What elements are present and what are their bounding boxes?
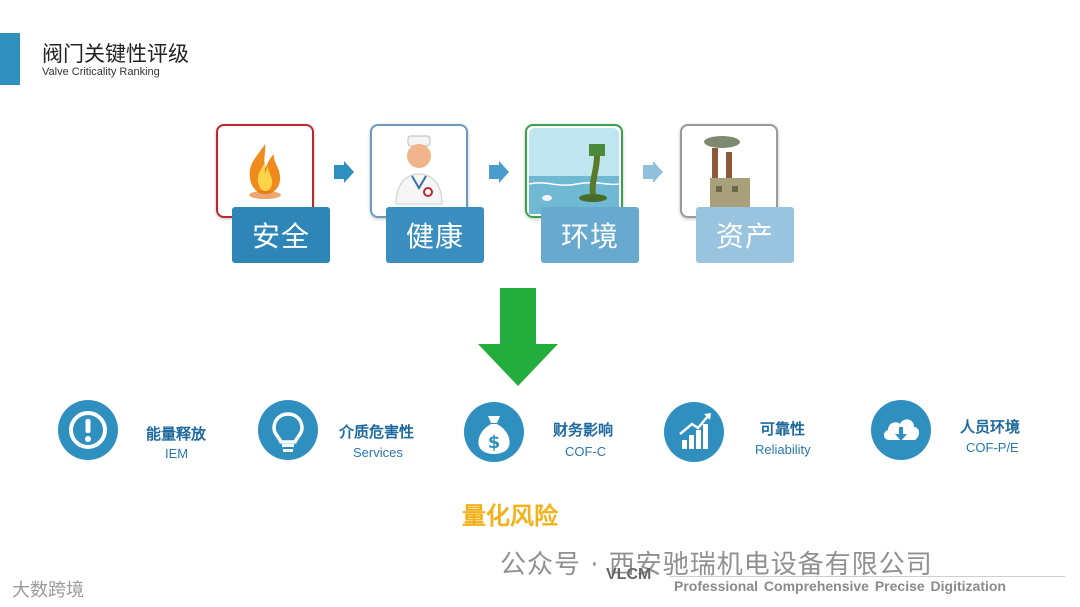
risk-subtitle-energy: IEM <box>165 446 189 461</box>
risk-icon-finance: $ <box>464 402 524 462</box>
category-text-environment: 环境 <box>560 220 619 253</box>
exclamation-icon <box>69 411 107 449</box>
header-accent-bar <box>0 33 20 85</box>
arrow-down-icon <box>478 288 558 386</box>
category-card-health <box>370 124 468 218</box>
risk-subtitle-services: Services <box>353 445 403 460</box>
page-title: 阀门关键性评级 <box>42 43 189 66</box>
wechat-watermark: 公众号 · 西安驰瑞机电设备有限公司 <box>500 550 933 580</box>
risk-subtitle-reliability: Reliability <box>755 442 811 457</box>
risk-icon-people-env <box>871 400 931 460</box>
quantified-risk-heading: 量化风险 <box>462 503 558 530</box>
cloud-download-icon <box>883 419 920 441</box>
category-text-assets: 资产 <box>715 220 774 253</box>
risk-title-energy: 能量释放 <box>146 426 207 443</box>
category-card-assets <box>680 124 778 218</box>
risk-title-finance: 财务影响 <box>553 422 614 439</box>
risk-icon-services <box>258 400 318 460</box>
arrow-right-icon <box>334 161 354 183</box>
page-subtitle: Valve Criticality Ranking <box>42 66 160 78</box>
footer-tagline: Professional Comprehensive Precise Digit… <box>674 578 1006 594</box>
category-label-health: 健康 <box>386 207 484 263</box>
pollution-icon <box>528 128 620 214</box>
money-bag-icon: $ <box>478 416 510 454</box>
risk-icon-energy <box>58 400 118 460</box>
footer-divider <box>670 576 1065 577</box>
fire-icon <box>249 144 281 199</box>
category-label-assets: 资产 <box>696 207 794 263</box>
left-watermark: 大数跨境 <box>12 580 84 601</box>
svg-text:$: $ <box>488 432 501 453</box>
category-text-safety: 安全 <box>251 220 310 253</box>
arrow-right-icon <box>489 161 509 183</box>
bar-chart-up-icon <box>679 413 711 449</box>
risk-subtitle-finance: COF-C <box>565 444 607 459</box>
risk-icon-reliability <box>664 402 724 462</box>
category-text-health: 健康 <box>405 220 464 253</box>
doctor-icon <box>395 135 443 205</box>
category-card-safety <box>216 124 314 218</box>
risk-title-services: 介质危害性 <box>339 424 415 441</box>
factory-icon <box>704 136 750 210</box>
arrow-right-icon <box>643 161 663 183</box>
risk-title-people-env: 人员环境 <box>960 419 1021 436</box>
category-label-safety: 安全 <box>232 207 330 263</box>
category-label-environment: 环境 <box>541 207 639 263</box>
category-card-environment <box>525 124 623 218</box>
risk-title-reliability: 可靠性 <box>760 421 806 438</box>
brand-logo-text: VLCM <box>606 566 652 583</box>
lightbulb-icon <box>272 412 304 452</box>
risk-subtitle-people-env: COF-P/E <box>966 440 1019 455</box>
